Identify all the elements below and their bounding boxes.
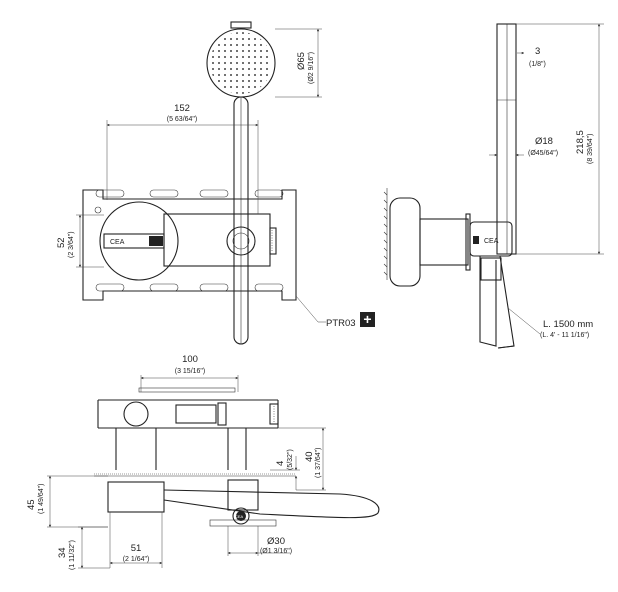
trim-plate: [99, 201, 179, 281]
dim-height-40: 40: [304, 451, 315, 462]
hose-length: L. 1500 mm: [543, 319, 593, 330]
dim-diameter-18: Ø18: [535, 136, 553, 147]
dim-thickness-3-inch: (1/8"): [529, 61, 546, 68]
ptr03-label: PTR03: [326, 318, 356, 329]
dim-height-52-inch: (2 3/64"): [68, 231, 75, 258]
dim-height-4: 4: [275, 461, 286, 466]
dim-width-152-inch: (5 63/64"): [167, 116, 198, 123]
dim-height-4-inch: (5/32"): [287, 449, 294, 470]
dim-diameter-30: Ø30: [267, 536, 285, 547]
dim-height-45-inch: (1 49/64"): [38, 483, 45, 514]
mounting-plate: [82, 189, 297, 301]
top-brand-mark: CEA: [235, 514, 244, 519]
front-view: CEA Ø65 (Ø2 9/16") 152 (5 63/64") 52 (2 …: [56, 21, 375, 345]
dim-diameter-65: Ø65: [296, 52, 307, 70]
svg-text:+: +: [363, 311, 371, 327]
side-brand-mark: CEA: [484, 238, 499, 245]
front-brand-mark: CEA: [110, 239, 125, 246]
top-view: CEA 100 (3 15/16") 4 (5/32") 40 (1 37/64…: [26, 354, 380, 570]
dim-width-100: 100: [182, 354, 198, 365]
hose-length-inch: (L. 4' - 11 1/16"): [540, 332, 589, 339]
side-handle: [496, 23, 517, 255]
side-view: CEA 3 (1/8") Ø18 (Ø45/64") 218,5 (8 39/6…: [383, 23, 604, 349]
dim-diameter-65-inch: (Ø2 9/16"): [308, 52, 315, 84]
dim-height-40-inch: (1 37/64"): [315, 447, 322, 478]
dim-height-52: 52: [56, 237, 67, 248]
dim-width-51-inch: (2 1/64"): [123, 556, 150, 563]
plus-icon: [360, 312, 375, 327]
dim-width-100-inch: (3 15/16"): [175, 368, 206, 375]
dim-height-34: 34: [57, 547, 68, 558]
dim-height-2185: 218,5: [575, 130, 586, 154]
dim-height-45: 45: [26, 499, 37, 510]
dim-diameter-30-inch: (Ø1 3/16"): [260, 548, 292, 555]
dim-width-51: 51: [131, 543, 142, 554]
dim-height-34-inch: (1 11/32"): [69, 540, 76, 570]
dim-diameter-18-inch: (Ø45/64"): [528, 150, 558, 157]
dim-width-152: 152: [174, 103, 190, 114]
outlet-connector: [226, 226, 256, 256]
dim-height-2185-inch: (8 39/64"): [587, 133, 594, 164]
dim-thickness-3: 3: [535, 46, 540, 57]
